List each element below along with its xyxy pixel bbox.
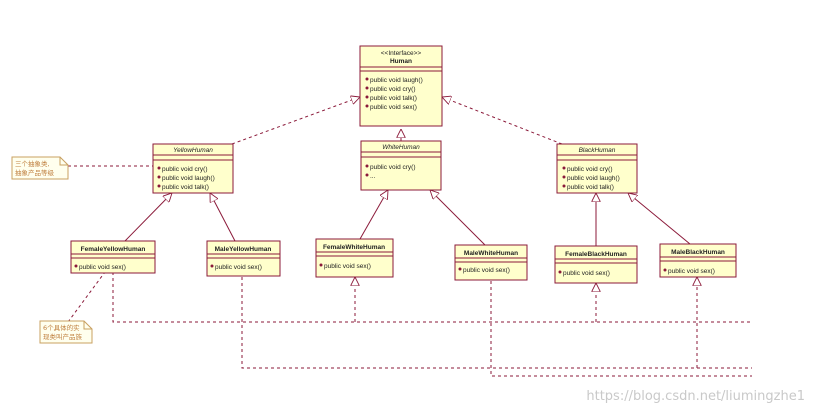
note-line: 6个具体的实 [43,323,80,332]
class-femaleblackhuman[interactable]: FemaleBlackHuman public void sex() [554,245,638,284]
class-name: WhiteHuman [382,144,420,151]
femalewhite-extends-white [359,190,388,240]
method: public void sex() [463,267,510,274]
class-name: MaleWhiteHuman [464,250,518,257]
method: public void sex() [668,268,715,275]
class-name: YellowHuman [173,147,213,154]
class-name: FemaleBlackHuman [565,251,627,258]
method: public void cry() [370,164,416,171]
note-concrete-classes: 6个具体的实 现类叫产品族 [39,320,93,344]
method: public void sex() [79,264,126,271]
dependency-line-2 [241,277,752,369]
dependency-line-3 [490,281,752,377]
method: public void cry() [370,86,416,93]
note-bottom-connector [67,271,106,323]
method: public void sex() [563,270,610,277]
relationship-lines [67,97,752,377]
class-yellowhuman[interactable]: YellowHuman public void cry() public voi… [152,143,234,194]
method: public void sex() [215,264,262,271]
yellow-realizes-human [231,97,360,145]
class-maleblackhuman[interactable]: MaleBlackHuman public void sex() [659,243,737,278]
watermark-url: https://blog.csdn.net/liumingzhe1 [586,389,805,404]
malewhite-extends-white [430,190,486,246]
method: ... [370,173,376,180]
class-name: BlackHuman [579,147,616,154]
class-name: FemaleWhiteHuman [323,244,385,251]
class-maleyellowhuman[interactable]: MaleYellowHuman public void sex() [206,240,281,277]
class-femaleyellowhuman[interactable]: FemaleYellowHuman public void sex() [70,240,156,274]
method: public void laugh() [162,175,215,182]
maleblack-extends-black [628,193,691,245]
interface-stereotype: <<Interface>> [381,50,422,57]
interface-human[interactable]: <<Interface>> Human public void laugh() … [359,45,443,127]
class-whitehuman[interactable]: WhiteHuman public void cry() ... [360,140,442,191]
class-malewhitehuman[interactable]: MaleWhiteHuman public void sex() [454,244,528,281]
dependency-line-1 [112,272,752,323]
method: public void sex() [324,263,371,270]
class-name: MaleBlackHuman [671,249,725,256]
class-name: FemaleYellowHuman [81,246,146,253]
method: public void sex() [370,104,417,111]
method: public void talk() [567,184,614,191]
method: public void talk() [370,95,417,102]
class-blackhuman[interactable]: BlackHuman public void cry() public void… [556,143,638,194]
maleyellow-extends-yellow [210,193,236,242]
class-femalewhitehuman[interactable]: FemaleWhiteHuman public void sex() [315,238,394,278]
black-realizes-human [442,97,563,145]
note-line: 三个抽象类, [15,159,50,168]
note-line: 现类叫产品族 [43,332,83,341]
interface-name: Human [390,58,412,65]
method: public void cry() [567,166,613,173]
class-name: MaleYellowHuman [215,246,272,253]
method: public void laugh() [567,175,620,182]
interface-methods: public void laugh() public void cry() pu… [365,77,423,111]
femaleyellow-extends-yellow [124,193,172,242]
method: public void cry() [162,166,208,173]
method: public void laugh() [370,77,423,84]
note-line: 抽象产品等级 [15,168,55,177]
method: public void talk() [162,184,209,191]
note-abstract-classes: 三个抽象类, 抽象产品等级 [11,156,69,180]
